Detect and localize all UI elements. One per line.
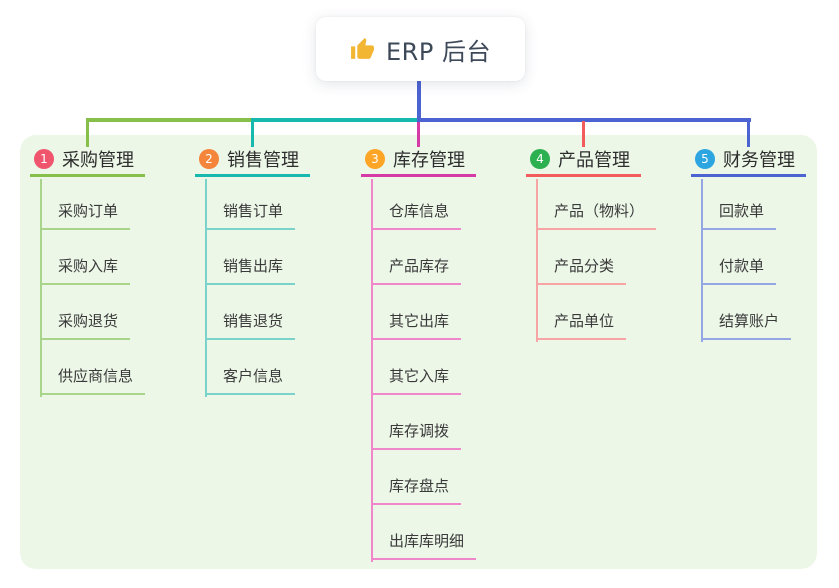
child-label: 采购订单 (58, 202, 119, 220)
branch-number-badge: 4 (530, 149, 550, 169)
branch-column-1: 1 采购管理采购订单采购入库采购退货供应商信息 (30, 144, 195, 397)
child-node[interactable]: 产品分类 (536, 253, 627, 285)
connector-drop (417, 118, 420, 147)
branch-label: 采购管理 (62, 150, 134, 171)
child-label: 其它出库 (389, 312, 450, 330)
child-label: 出库库明细 (389, 532, 465, 550)
thumbs-up-icon (350, 37, 375, 62)
child-node[interactable]: 销售订单 (205, 198, 296, 230)
child-node[interactable]: 其它入库 (371, 363, 462, 395)
branch-trunk-line (536, 179, 538, 342)
child-label: 销售出库 (223, 257, 284, 275)
child-node[interactable]: 采购订单 (40, 198, 131, 230)
branch-number-badge: 5 (695, 149, 715, 169)
branch-number-badge: 1 (34, 149, 54, 169)
child-label: 库存调拨 (389, 422, 450, 440)
branch-label: 库存管理 (393, 150, 465, 171)
branches-panel (20, 135, 817, 569)
child-label: 产品单位 (554, 312, 615, 330)
child-node[interactable]: 出库库明细 (371, 528, 477, 560)
child-node[interactable]: 产品库存 (371, 253, 462, 285)
child-node[interactable]: 销售退货 (205, 308, 296, 340)
child-node[interactable]: 产品单位 (536, 308, 627, 340)
branch-column-4: 4 产品管理产品（物料） 产品分类产品单位 (526, 144, 691, 342)
branch-node-3[interactable]: 3 库存管理 (361, 144, 476, 177)
connector-rail (250, 118, 421, 122)
child-label: 供应商信息 (58, 367, 134, 385)
child-node[interactable]: 库存调拨 (371, 418, 462, 450)
child-label: 销售退货 (223, 312, 284, 330)
child-node[interactable]: 采购退货 (40, 308, 131, 340)
branch-node-1[interactable]: 1 采购管理 (30, 144, 145, 177)
branch-label: 产品管理 (558, 150, 630, 171)
branch-node-4[interactable]: 4 产品管理 (526, 144, 641, 177)
branch-trunk-line (205, 179, 207, 397)
branch-label: 销售管理 (227, 150, 299, 171)
child-node[interactable]: 采购入库 (40, 253, 131, 285)
root-node[interactable]: ERP 后台 (316, 17, 525, 81)
branch-trunk-line (40, 179, 42, 397)
child-label: 库存盘点 (389, 477, 450, 495)
child-label: 产品（物料） (554, 202, 645, 220)
child-label: 采购入库 (58, 257, 119, 275)
connector-drop (582, 121, 585, 147)
child-node[interactable]: 仓库信息 (371, 198, 462, 230)
child-label: 回款单 (719, 202, 765, 220)
child-label: 其它入库 (389, 367, 450, 385)
child-node[interactable]: 销售出库 (205, 253, 296, 285)
branch-trunk-line (701, 179, 703, 342)
child-node[interactable]: 产品（物料） (536, 198, 657, 230)
branch-trunk-line (371, 179, 373, 562)
connector-drop (86, 121, 89, 147)
branch-column-2: 2 销售管理销售订单销售出库销售退货客户信息 (195, 144, 360, 397)
child-label: 付款单 (719, 257, 765, 275)
connector-drop (251, 121, 254, 147)
branch-number-badge: 2 (199, 149, 219, 169)
branch-column-3: 3 库存管理仓库信息产品库存其它出库其它入库库存调拨库存盘点出库库明细 (361, 144, 526, 562)
child-label: 采购退货 (58, 312, 119, 330)
child-label: 仓库信息 (389, 202, 450, 220)
branch-node-5[interactable]: 5 财务管理 (691, 144, 806, 177)
child-label: 产品库存 (389, 257, 450, 275)
child-node[interactable]: 其它出库 (371, 308, 462, 340)
root-label: ERP 后台 (386, 37, 491, 66)
child-node[interactable]: 付款单 (701, 253, 777, 285)
child-node[interactable]: 结算账户 (701, 308, 792, 340)
child-node[interactable]: 客户信息 (205, 363, 296, 395)
child-label: 结算账户 (719, 312, 780, 330)
root-stem-line (416, 81, 421, 122)
connector-rail (416, 118, 751, 122)
connector-drop (747, 121, 750, 147)
branch-label: 财务管理 (723, 150, 795, 171)
child-label: 销售订单 (223, 202, 284, 220)
branch-node-2[interactable]: 2 销售管理 (195, 144, 310, 177)
branch-number-badge: 3 (365, 149, 385, 169)
child-node[interactable]: 供应商信息 (40, 363, 146, 395)
child-node[interactable]: 库存盘点 (371, 473, 462, 505)
child-node[interactable]: 回款单 (701, 198, 777, 230)
child-label: 客户信息 (223, 367, 284, 385)
branch-column-5: 5 财务管理回款单付款单结算账户 (691, 144, 839, 342)
child-label: 产品分类 (554, 257, 615, 275)
